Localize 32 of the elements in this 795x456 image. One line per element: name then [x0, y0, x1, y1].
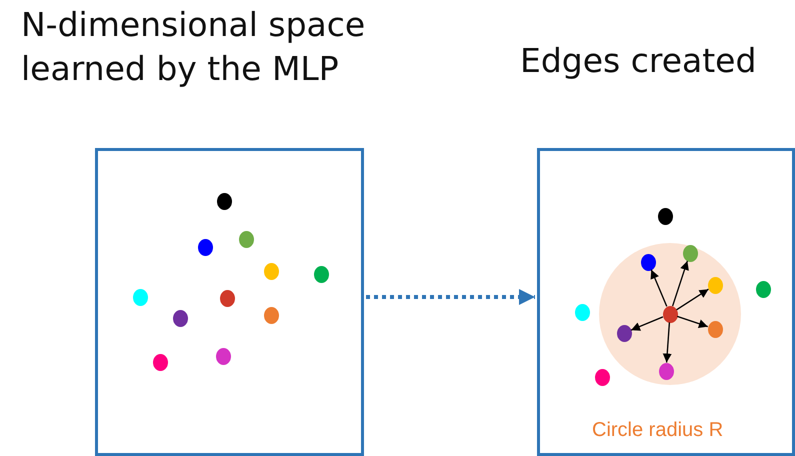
point-dot — [682, 244, 698, 262]
point-dot — [238, 230, 254, 248]
point-dot — [152, 354, 168, 370]
point-dot — [658, 362, 674, 380]
arrow — [630, 316, 664, 331]
point-dot — [640, 254, 656, 270]
point-dot — [756, 280, 770, 298]
point-dot — [708, 276, 722, 294]
panel-heading: N-dimensional space learned by the MLP — [21, 4, 366, 90]
point-dot — [198, 238, 212, 256]
point-dot — [658, 208, 672, 224]
point-dot — [220, 290, 234, 306]
point-dot — [132, 288, 148, 306]
arrow — [676, 288, 709, 310]
point-dot — [216, 192, 232, 210]
circle-caption: Circle radius R — [592, 419, 724, 442]
point-dot — [314, 266, 328, 282]
point-dot — [616, 324, 632, 342]
arrow — [650, 269, 668, 307]
arrow — [677, 316, 708, 328]
arrow — [672, 260, 689, 306]
arrow — [662, 322, 672, 363]
point-dot — [708, 320, 722, 338]
point-dot — [172, 310, 188, 326]
point-dot — [594, 368, 610, 386]
point-dot — [264, 306, 278, 324]
point-dot — [574, 304, 590, 320]
point-dot — [264, 262, 278, 280]
point-dot — [216, 348, 230, 364]
arrow — [366, 289, 535, 305]
panel-heading: Edges created — [520, 40, 758, 82]
point-dot — [662, 306, 678, 322]
